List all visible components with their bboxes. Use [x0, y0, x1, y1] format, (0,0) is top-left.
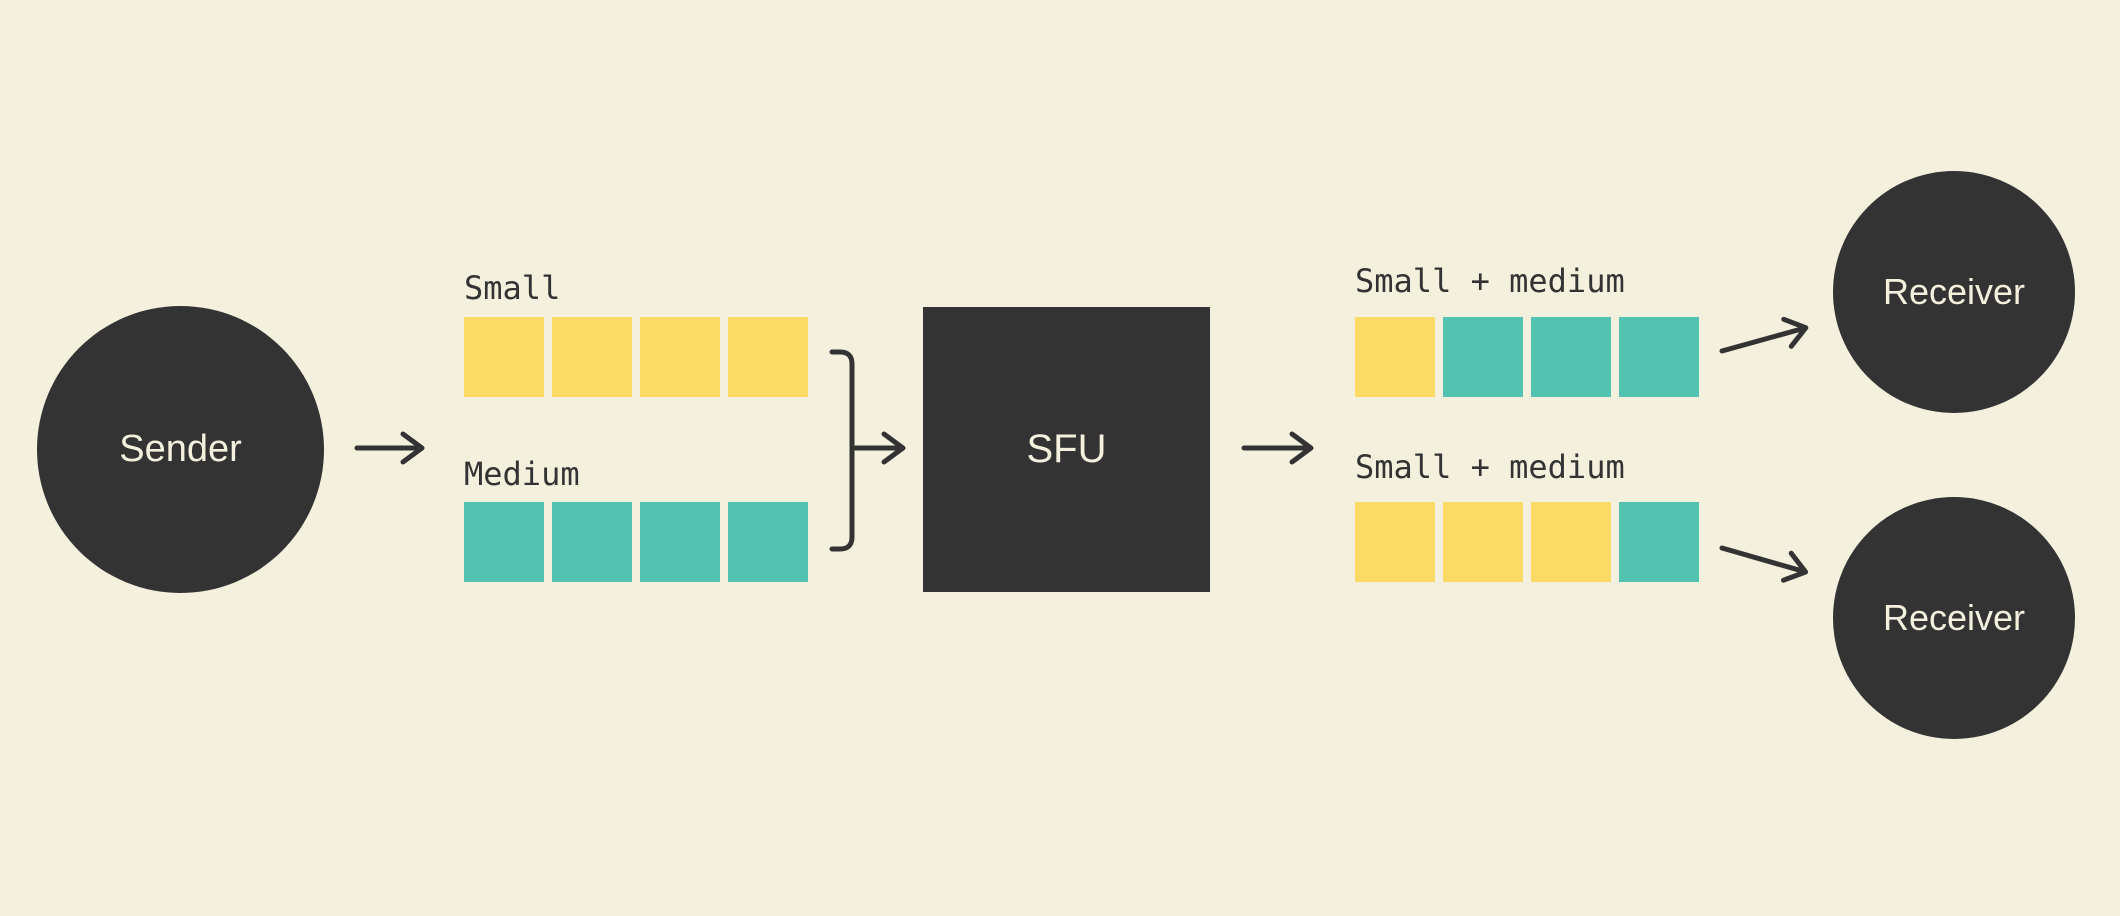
- stream-square-yellow: [728, 317, 808, 397]
- stream-label-receiver-top: Small + medium: [1355, 262, 1625, 300]
- stream-square-yellow: [1443, 502, 1523, 582]
- receiver-bottom-label: Receiver: [1882, 597, 2026, 638]
- stream-square-yellow: [1355, 502, 1435, 582]
- streams-merge-bracket: [829, 349, 855, 552]
- stream-square-yellow: [1531, 502, 1611, 582]
- sfu-to-streams-arrow: [1241, 431, 1314, 465]
- receiver-top-node: Receiver: [1833, 171, 2075, 413]
- stream-row-medium: [464, 502, 808, 582]
- stream-square-teal: [1443, 317, 1523, 397]
- bracket-to-sfu-arrow: [850, 431, 906, 465]
- stream-to-receiver-top-arrow: [1719, 316, 1809, 354]
- stream-square-yellow: [640, 317, 720, 397]
- stream-square-teal: [640, 502, 720, 582]
- receiver-top-label: Receiver: [1882, 271, 2026, 312]
- stream-label-receiver-bottom: Small + medium: [1355, 448, 1625, 486]
- stream-row-small: [464, 317, 808, 397]
- sender-label: Sender: [119, 428, 242, 470]
- sfu-label: SFU: [1026, 427, 1107, 471]
- stream-square-yellow: [464, 317, 544, 397]
- stream-square-teal: [552, 502, 632, 582]
- sender-to-streams-arrow: [354, 431, 425, 465]
- stream-label-small: Small: [464, 269, 561, 307]
- stream-row-receiver-top: [1355, 317, 1699, 397]
- stream-label-medium: Medium: [464, 455, 580, 493]
- stream-square-teal: [464, 502, 544, 582]
- stream-to-receiver-bottom-arrow: [1719, 545, 1809, 583]
- stream-row-receiver-bottom: [1355, 502, 1699, 582]
- stream-square-yellow: [552, 317, 632, 397]
- sfu-node: SFU: [923, 307, 1210, 592]
- stream-square-teal: [1531, 317, 1611, 397]
- sender-node: Sender: [37, 306, 324, 593]
- stream-square-teal: [728, 502, 808, 582]
- stream-square-teal: [1619, 502, 1699, 582]
- stream-square-yellow: [1355, 317, 1435, 397]
- stream-square-teal: [1619, 317, 1699, 397]
- receiver-bottom-node: Receiver: [1833, 497, 2075, 739]
